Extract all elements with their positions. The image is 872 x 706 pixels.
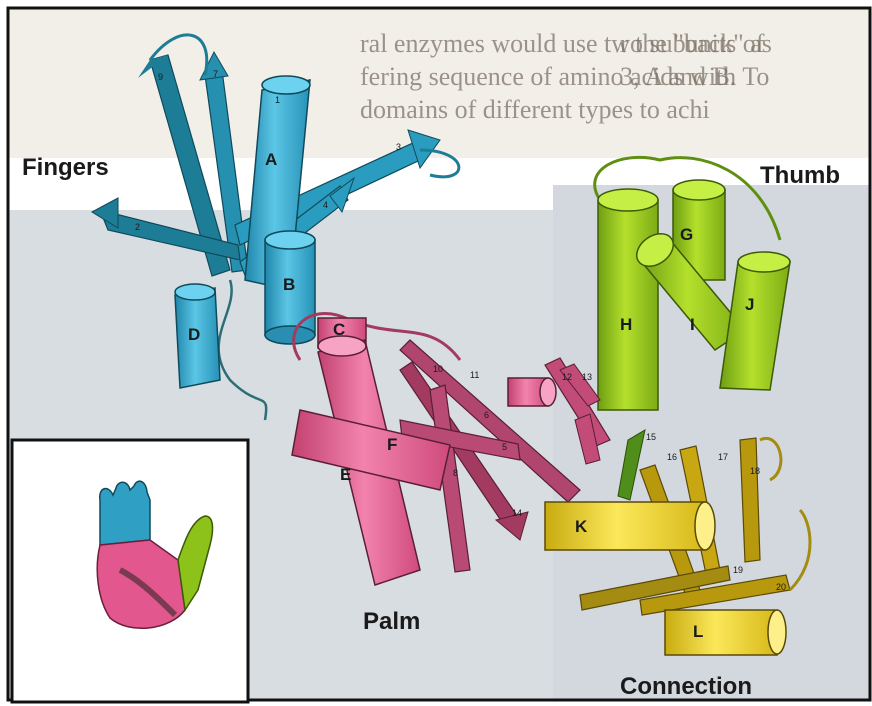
helix-label-e: E <box>340 465 351 484</box>
strand-label-8: 8 <box>453 468 458 478</box>
bleed-line-5: 3, A and B. To <box>620 62 769 91</box>
helix-label-b: B <box>283 275 295 294</box>
strand-label-20: 20 <box>776 582 786 592</box>
helix-label-g: G <box>680 225 693 244</box>
helix-l <box>665 610 777 655</box>
strand-label-10: 10 <box>433 364 443 374</box>
strand-label-19: 19 <box>733 565 743 575</box>
label-fingers: Fingers <box>22 154 109 181</box>
helix-label-c: C <box>333 320 345 339</box>
helix-label-j: J <box>745 295 754 314</box>
hand-analogy-inset <box>12 440 248 702</box>
strand-label-4: 4 <box>323 200 328 210</box>
strand-label-1: 1 <box>275 95 280 105</box>
helix-label-i: I <box>690 315 695 334</box>
inset-fingers <box>100 481 150 545</box>
strand-label-18: 18 <box>750 466 760 476</box>
strand-label-7: 7 <box>213 69 218 79</box>
strand-label-6: 6 <box>484 410 489 420</box>
strand-label-13: 13 <box>582 372 592 382</box>
strand-label-14: 14 <box>512 508 522 518</box>
helix-k <box>545 502 705 550</box>
helix-label-l: L <box>693 622 703 641</box>
strand-label-16: 16 <box>667 452 677 462</box>
helix-label-d: D <box>188 325 200 344</box>
helix-h <box>598 200 658 410</box>
label-connection: Connection <box>620 673 752 700</box>
strand-label-11: 11 <box>470 370 479 380</box>
label-palm: Palm <box>363 608 420 635</box>
strand-label-2: 2 <box>135 222 140 232</box>
strand-label-9: 9 <box>158 72 163 82</box>
strand-label-12: 12 <box>562 372 572 382</box>
strand-label-3: 3 <box>396 142 401 152</box>
strand-label-15: 15 <box>646 432 656 442</box>
bleed-line-4: r the "back" as <box>620 29 772 58</box>
strand-label-17: 17 <box>718 452 728 462</box>
helix-label-h: H <box>620 315 632 334</box>
strand-label-5: 5 <box>502 442 507 452</box>
label-thumb: Thumb <box>760 162 840 189</box>
bleed-line-3: domains of different types to achi <box>360 95 710 124</box>
helix-label-k: K <box>575 517 588 536</box>
helix-label-a: A <box>265 150 277 169</box>
helix-label-f: F <box>387 435 397 454</box>
